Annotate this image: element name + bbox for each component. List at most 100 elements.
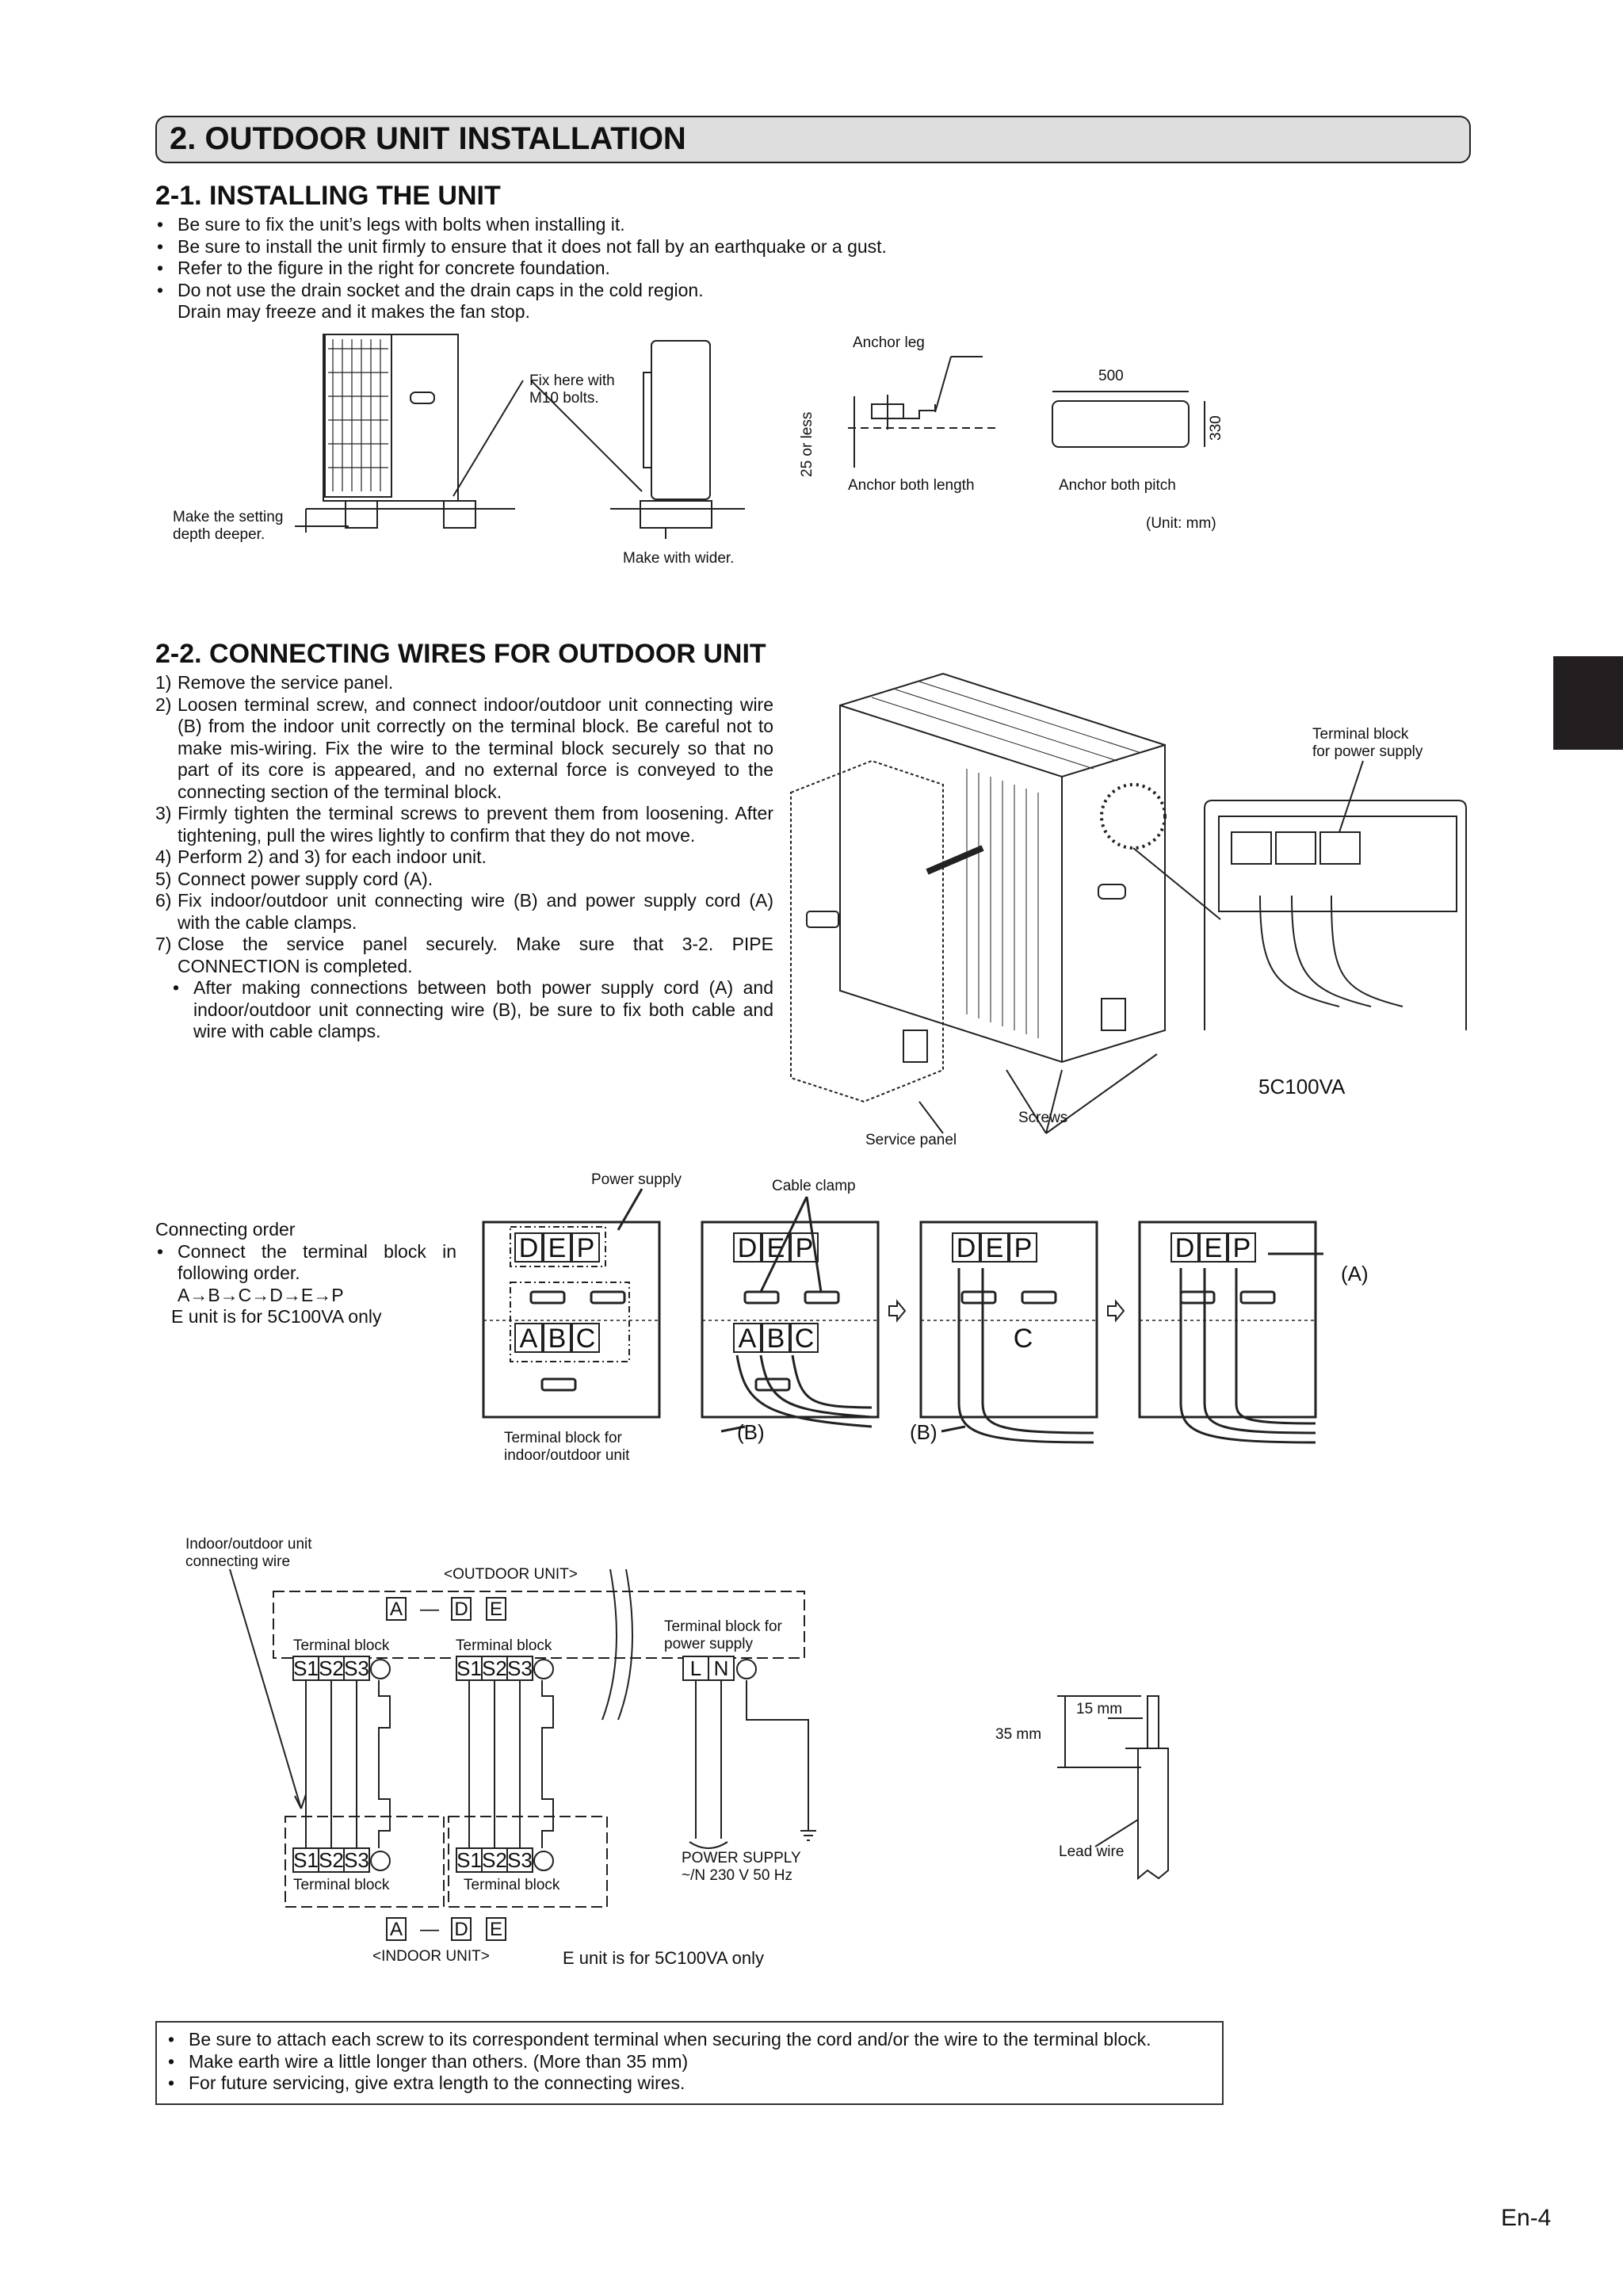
svg-text:B: B — [548, 1324, 567, 1354]
chapter-tab — [1553, 656, 1623, 750]
tb4-top: D E P — [1170, 1232, 1256, 1263]
install-heading: 2-1. INSTALLING THE UNIT — [155, 181, 501, 211]
tb1-bottom: A B C — [514, 1323, 600, 1354]
power-supply-label: Power supply — [591, 1171, 682, 1188]
tb-power-label-1: Terminal block for — [664, 1618, 783, 1635]
tb-power-label-2: for power supply — [1312, 743, 1423, 760]
note-item: Be sure to attach each screw to its corr… — [166, 2029, 1220, 2051]
label-b-2: (B) — [910, 1420, 938, 1444]
tb-label-2: Terminal block — [456, 1637, 552, 1654]
svg-text:P: P — [577, 1233, 595, 1263]
section-header-bar — [155, 116, 1471, 163]
connecting-order-e-note: E unit is for 5C100VA only — [171, 1306, 382, 1327]
svg-text:S3: S3 — [344, 1656, 369, 1680]
section-title: 2. OUTDOOR UNIT INSTALLATION — [170, 121, 686, 156]
range-a-top: A — [390, 1599, 403, 1620]
svg-text:C: C — [576, 1324, 596, 1354]
wiring-heading: 2-2. CONNECTING WIRES FOR OUTDOOR UNIT — [155, 639, 766, 669]
install-bullet: Be sure to install the unit firmly to en… — [155, 236, 1186, 258]
anchor-leg-label: Anchor leg — [853, 334, 925, 351]
install-bullet: Be sure to fix the unit’s legs with bolt… — [155, 214, 1186, 236]
tb-label-1: Terminal block — [293, 1637, 390, 1654]
svg-text:C: C — [1014, 1324, 1033, 1354]
label-a: (A) — [1341, 1262, 1369, 1286]
svg-text:D: D — [1175, 1233, 1195, 1263]
connecting-order: Connecting order Connect the terminal bl… — [155, 1219, 456, 1328]
svg-text:S2: S2 — [482, 1848, 507, 1872]
dim-15-label: 15 mm — [1076, 1701, 1122, 1717]
svg-text:S1: S1 — [456, 1656, 482, 1680]
terminal-block-sequence: Power supply Cable clamp Terminal block … — [482, 1171, 1369, 1464]
dim-35-label: 35 mm — [995, 1726, 1041, 1743]
range-a-bottom: A — [390, 1919, 403, 1940]
svg-text:A: A — [520, 1324, 538, 1354]
tb2-top: D E P — [733, 1232, 819, 1263]
page-number: En-4 — [1501, 2205, 1552, 2231]
svg-text:S1: S1 — [293, 1656, 319, 1680]
indoor-tb-1: S1 S2 S3 — [292, 1847, 370, 1873]
svg-text:S2: S2 — [319, 1656, 344, 1680]
svg-text:S2: S2 — [482, 1656, 507, 1680]
installation-figure: Fix here with M10 bolts. Make the settin… — [173, 334, 1224, 567]
indoor-tb-2: S1 S2 S3 — [456, 1847, 533, 1873]
connecting-order-sequence: A→B→C→D→E→P — [178, 1284, 344, 1305]
note-item: For future servicing, give extra length … — [166, 2073, 1220, 2095]
wiring-step: 2)Loosen terminal screw, and connect ind… — [155, 693, 773, 802]
schematic-e-note: E unit is for 5C100VA only — [563, 1948, 764, 1968]
outdoor-tb-2: S1 S2 S3 — [456, 1656, 533, 1681]
tb-panel-3 — [919, 1221, 1098, 1419]
unit-label: (Unit: mm) — [1146, 515, 1216, 532]
svg-text:B: B — [767, 1324, 785, 1354]
wiring-steps: 1)Remove the service panel. 2)Loosen ter… — [155, 672, 773, 1043]
conn-wire-label-1: Indoor/outdoor unit — [185, 1536, 312, 1553]
svg-text:D: D — [957, 1233, 976, 1263]
tb2-bottom: A B C — [733, 1323, 819, 1354]
wiring-sub-bullet: After making connections between both po… — [171, 977, 773, 1043]
anchor-length-label: Anchor both length — [848, 477, 975, 494]
svg-text:L: L — [690, 1656, 701, 1680]
wiring-step: 4)Perform 2) and 3) for each indoor unit… — [155, 846, 487, 867]
svg-text:S1: S1 — [456, 1848, 482, 1872]
tb1-top: D E P — [514, 1232, 600, 1263]
cable-clamp-label: Cable clamp — [772, 1178, 856, 1194]
conn-wire-label-2: connecting wire — [185, 1553, 290, 1570]
svg-text:D: D — [519, 1233, 539, 1263]
range-d-top: D — [454, 1599, 468, 1620]
svg-text:E: E — [986, 1233, 1004, 1263]
svg-text:P: P — [1014, 1233, 1033, 1263]
wiring-step: 7)Close the service panel securely. Make… — [155, 934, 773, 976]
svg-text:S1: S1 — [293, 1848, 319, 1872]
label-b-1: (B) — [737, 1420, 765, 1444]
setting-depth-label-2: depth deeper. — [173, 526, 265, 543]
svg-text:P: P — [1233, 1233, 1251, 1263]
svg-text:E: E — [548, 1233, 567, 1263]
tb-panel-2 — [701, 1221, 880, 1419]
dim-330-label: 330 — [1208, 415, 1224, 441]
notes-list: Be sure to attach each screw to its corr… — [166, 2029, 1220, 2095]
tb-panel-4 — [1138, 1221, 1317, 1419]
tb-power-label-1: Terminal block — [1312, 726, 1409, 743]
range-dash-bottom: — — [420, 1919, 439, 1940]
outdoor-tb-1: S1 S2 S3 — [292, 1656, 370, 1681]
service-panel-label: Service panel — [865, 1132, 957, 1148]
svg-text:S2: S2 — [319, 1848, 344, 1872]
install-bullet-continuation: Drain may freeze and it makes the fan st… — [178, 301, 530, 322]
wiring-step: 1)Remove the service panel. — [155, 672, 394, 693]
service-panel — [790, 759, 944, 1103]
fix-bolts-label-2: M10 bolts. — [529, 390, 599, 407]
outdoor-unit-label: <OUTDOOR UNIT> — [444, 1566, 578, 1583]
tb-label-3: Terminal block — [293, 1877, 390, 1893]
svg-text:P: P — [796, 1233, 814, 1263]
svg-text:S3: S3 — [507, 1656, 533, 1680]
svg-text:S3: S3 — [507, 1848, 533, 1872]
svg-text:C: C — [795, 1324, 815, 1354]
dim-500-label: 500 — [1098, 368, 1124, 384]
power-supply-label-2: ~/N 230 V 50 Hz — [682, 1867, 792, 1884]
range-d-bottom: D — [454, 1919, 468, 1940]
outdoor-unit-side — [651, 340, 711, 500]
make-wider-label: Make with wider. — [623, 550, 734, 567]
connecting-order-title: Connecting order — [155, 1219, 296, 1240]
install-bullets: Be sure to fix the unit’s legs with bolt… — [155, 214, 1186, 323]
lead-wire-label: Lead wire — [1059, 1843, 1124, 1860]
unit-body — [839, 672, 1166, 1064]
